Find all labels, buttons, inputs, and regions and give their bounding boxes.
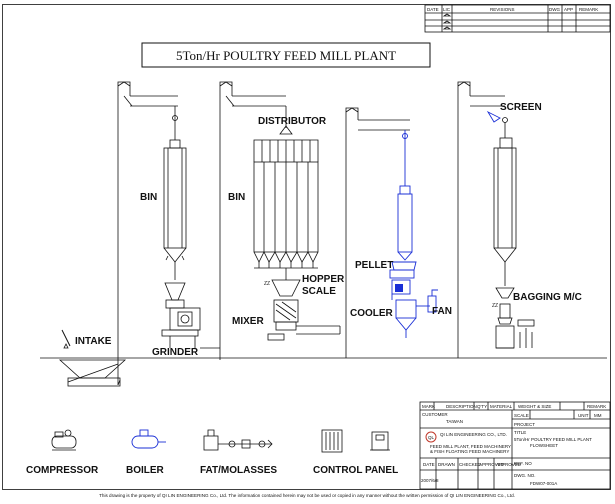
tb-customer-value: TAIWAN	[446, 419, 463, 424]
tb-title-value: 5Ton/Hr POULTRY FEED MILL PLANT	[514, 437, 592, 442]
tb-date-value: 2007/6/8	[421, 478, 439, 483]
label-pellet: PELLET	[355, 260, 393, 271]
label-screen: SCREEN	[500, 102, 542, 113]
rev-header-lic: LIC	[443, 7, 451, 12]
legend-fat-molasses: FAT/MOLASSES	[200, 465, 277, 476]
tb-remark: REMARK	[587, 404, 606, 409]
bin-left	[163, 106, 187, 280]
multi-bin	[253, 139, 319, 269]
tb-mm-label: MM	[594, 413, 602, 418]
svg-text:QL: QL	[428, 435, 435, 440]
label-mixer: MIXER	[232, 316, 264, 327]
tb-sign-checked: CHECKED	[459, 462, 482, 467]
legend-boiler: BOILER	[126, 465, 165, 476]
rev-header-revisions: REVISIONS	[490, 7, 515, 12]
bagging-bin	[493, 122, 517, 286]
pellet-line	[389, 130, 438, 338]
tb-mark: MARK	[422, 404, 435, 409]
tb-company-name: QI LIN ENGINEERING CO., LTD.	[440, 432, 507, 437]
elevator-1	[117, 81, 178, 107]
mixer-unit	[267, 299, 341, 341]
footer-note: This drawing is the property of QI LIN E…	[99, 493, 515, 498]
label-distributor: DISTRIBUTOR	[258, 116, 327, 127]
elevator-2	[219, 81, 286, 107]
label-bin-mid: BIN	[228, 192, 245, 203]
tb-project-label: PROJECT	[514, 422, 535, 427]
tb-sign-approved-2: APPROVED	[496, 462, 522, 467]
svg-text:ZZ: ZZ	[264, 281, 270, 287]
tb-ref-no: REF. NO	[514, 461, 532, 466]
tb-material: MATERIAL	[490, 404, 513, 409]
tb-unit-label: UNIT	[578, 413, 589, 418]
tb-weight-size: WEIGHT & SIZE	[518, 404, 551, 409]
legend-compressor: COMPRESSOR	[26, 465, 99, 476]
tb-sign-drawn: DRAWN	[438, 462, 455, 467]
compressor-icon	[51, 429, 77, 451]
tb-description: DESCRIPTION	[446, 404, 477, 409]
tb-title-label: TITLE	[514, 430, 526, 435]
label-intake: INTAKE	[75, 336, 112, 347]
label-hopper: HOPPER	[302, 274, 345, 285]
rev-header-app: APP	[564, 7, 573, 12]
tb-qty: Q'TY	[477, 404, 487, 409]
tb-sign-date: DATE	[423, 462, 435, 467]
tb-company-sub1: FEED MILL PLANT, FEED MACHINERY	[430, 444, 511, 449]
intake-unit	[58, 96, 127, 387]
title-frame	[141, 42, 431, 68]
fat-molasses-icon	[203, 429, 273, 451]
rev-header-date: DATE	[427, 7, 439, 12]
rev-header-dwg: DWG	[549, 7, 560, 12]
label-bagging: BAGGING M/C	[513, 292, 582, 303]
drawing-border	[2, 4, 611, 490]
tb-customer-label: CUSTOMER	[422, 412, 448, 417]
distributor	[279, 106, 293, 135]
screen-unit	[486, 110, 508, 123]
label-scale: SCALE	[302, 286, 336, 297]
label-grinder: GRINDER	[152, 347, 199, 358]
grinder-unit	[161, 282, 201, 348]
legend-control-panel: CONTROL PANEL	[313, 465, 398, 476]
label-bin-left: BIN	[140, 192, 157, 203]
elevator-3	[345, 107, 410, 131]
tb-dwg-no-value: FDW07-001A	[530, 481, 557, 486]
tb-dwg-no-label: DWG. NO.	[514, 473, 536, 478]
page-title: 5Ton/Hr POULTRY FEED MILL PLANT	[176, 48, 396, 63]
tb-subtitle-value: FLOWSHEET	[530, 443, 558, 448]
label-cooler: COOLER	[350, 308, 394, 319]
tb-scale-label: SCALE	[514, 413, 529, 418]
bagging-machine: ZZ	[492, 287, 535, 349]
control-panel-icon	[321, 429, 390, 453]
title-block: MARK DESCRIPTION Q'TY MATERIAL WEIGHT & …	[419, 401, 611, 490]
elevator-4	[457, 81, 505, 107]
tb-company-sub2: & FISH FLOATING FEED MACHINERY	[430, 449, 509, 454]
tb-sign-approved-1: APPROVED	[479, 462, 505, 467]
svg-text:ZZ: ZZ	[492, 303, 498, 309]
label-fan: FAN	[432, 306, 452, 317]
boiler-icon	[131, 429, 166, 449]
revision-table: DATE LIC REVISIONS DWG APP REMARK	[424, 4, 611, 33]
hopper-scale: ZZ	[264, 268, 301, 297]
rev-header-remark: REMARK	[579, 7, 598, 12]
